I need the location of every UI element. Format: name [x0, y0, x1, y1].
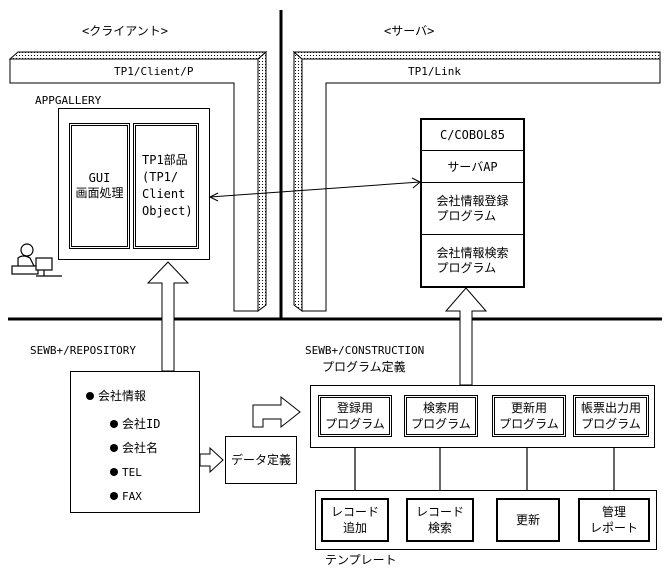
- tp1-line-3: Client: [142, 187, 186, 201]
- appgallery-label: APPGALLERY: [35, 94, 102, 107]
- program-update: 更新用 プログラム: [492, 395, 566, 437]
- server-zone-title: <サーバ>: [384, 24, 435, 38]
- tree-bullet-4: [110, 492, 118, 500]
- tree-root-bullet: [86, 392, 94, 400]
- construction-label: SEWB+/CONSTRUCTION: [305, 344, 425, 357]
- template-record-search: レコード 検索: [406, 498, 474, 542]
- repository-label: SEWB+/REPOSITORY: [30, 344, 136, 357]
- gui-panel: GUI 画面処理: [69, 123, 130, 249]
- tp1-line-4: Object): [142, 204, 193, 218]
- tree-item-1: 会社ID: [122, 417, 161, 431]
- template-label: テンプレート: [325, 553, 397, 567]
- tree-item-3: TEL: [122, 466, 142, 479]
- tree-item-4: FAX: [122, 490, 142, 503]
- program-register: 登録用 プログラム: [318, 395, 392, 437]
- user-icon: [11, 243, 62, 277]
- client-band-label: TP1/Client/P: [114, 65, 194, 78]
- template-update: 更新: [496, 498, 560, 542]
- gui-line-1: GUI: [88, 171, 111, 185]
- bent-arrow: [252, 395, 301, 429]
- tree-bullet-1: [110, 420, 118, 428]
- appgallery-window: GUI 画面処理 TP1部品 (TP1/ Client Object): [58, 108, 210, 260]
- gui-line-2: 画面処理: [75, 186, 124, 200]
- template-box: レコード 追加 レコード 検索 更新 管理 レポート: [315, 490, 657, 550]
- client-band: [8, 50, 268, 312]
- tp1-line-1: TP1部品: [142, 153, 188, 167]
- tree-bullet-3: [110, 468, 118, 476]
- tp1-parts-panel: TP1部品 (TP1/ Client Object): [133, 123, 199, 249]
- template-management-report: 管理 レポート: [578, 498, 650, 542]
- program-definition-label: プログラム定義: [322, 360, 406, 374]
- tree-item-2: 会社名: [122, 441, 159, 455]
- upload-arrow-server: [444, 287, 488, 386]
- program-definition-box: 登録用 プログラム 検索用 プログラム 更新用 プログラム 帳票出力用 プログラ…: [310, 385, 655, 448]
- template-record-add: レコード 追加: [321, 498, 389, 542]
- server-stack: C/COBOL85 サーバAP 会社情報登録 プログラム 会社情報検索 プログラ…: [420, 118, 525, 288]
- program-report: 帳票出力用 プログラム: [573, 395, 649, 437]
- server-band-label: TP1/Link: [408, 65, 461, 78]
- client-zone-title: <クライアント>: [82, 24, 168, 38]
- server-band: [292, 50, 661, 312]
- data-definition-box: データ定義: [225, 436, 297, 484]
- tree-bullet-2: [110, 444, 118, 452]
- server-layer-ap: サーバAP: [422, 150, 523, 183]
- upload-arrow-client: [146, 261, 190, 372]
- server-layer-search: 会社情報検索 プログラム: [422, 234, 523, 287]
- server-layer-register: 会社情報登録 プログラム: [422, 182, 523, 235]
- tree-root: 会社情報: [98, 389, 147, 403]
- small-arrow: [199, 446, 224, 474]
- tp1-line-2: (TP1/: [142, 170, 179, 184]
- program-search: 検索用 プログラム: [404, 395, 478, 437]
- server-layer-cobol: C/COBOL85: [439, 127, 506, 142]
